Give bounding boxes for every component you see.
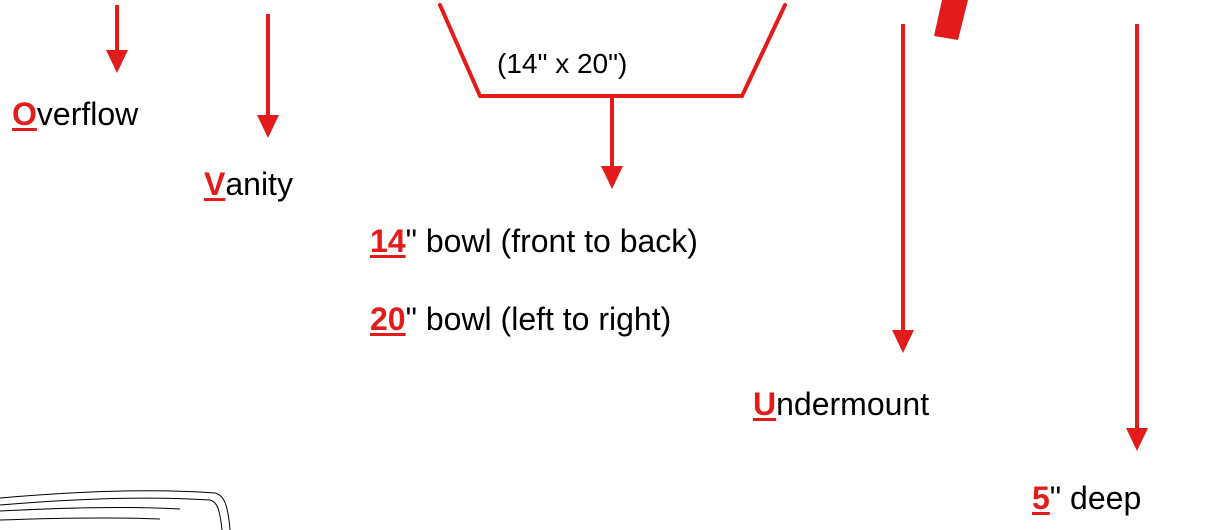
label-overflow: Overflow: [12, 98, 138, 130]
label-depth-text: " deep: [1049, 480, 1142, 516]
label-overflow-text: verflow: [36, 96, 139, 132]
label-vanity-text: anity: [225, 166, 293, 202]
brush-mark: [934, 0, 968, 40]
bowl-dimensions: (14" x 20"): [497, 48, 628, 79]
label-bowl-side: 20" bowl (left to right): [370, 303, 671, 335]
label-bowl-side-text: " bowl (left to right): [405, 301, 672, 337]
label-overflow-key: O: [12, 96, 37, 132]
label-bowl-front-text: " bowl (front to back): [405, 223, 698, 259]
undermount-arrow: [892, 24, 914, 353]
label-vanity: Vanity: [204, 168, 293, 200]
label-bowl-front-key: 14: [370, 223, 406, 259]
label-vanity-key: V: [204, 166, 226, 202]
vanity-arrow: [257, 14, 279, 138]
bowl-arrow: [601, 96, 623, 189]
label-bowl-front: 14" bowl (front to back): [370, 225, 698, 257]
label-depth: 5" deep: [1032, 482, 1141, 514]
label-depth-key: 5: [1032, 480, 1050, 516]
depth-arrow: [1126, 24, 1148, 451]
label-undermount-key: U: [753, 386, 777, 422]
sink-sketch: [0, 490, 231, 530]
label-undermount-text: ndermount: [776, 386, 930, 422]
overflow-arrow: [106, 5, 128, 73]
label-bowl-side-key: 20: [370, 301, 406, 337]
label-undermount: Undermount: [753, 388, 929, 420]
